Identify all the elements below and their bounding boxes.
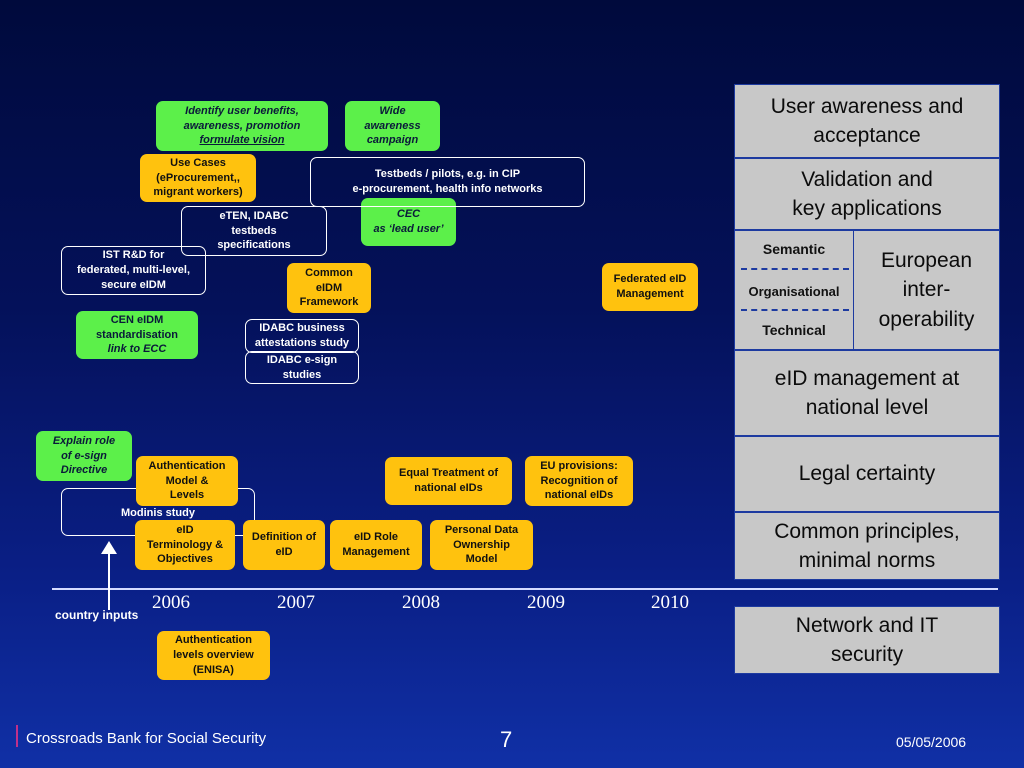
organisational-label: Organisational	[748, 284, 840, 299]
level-divider	[741, 268, 849, 270]
level-divider	[741, 309, 849, 311]
common-principles-pillar: Common principles,minimal norms	[734, 512, 1000, 580]
country-inputs-label: country inputs	[55, 608, 139, 622]
modinis-study-label: Modinis study	[121, 507, 195, 519]
semantic-label: Semantic	[762, 241, 826, 257]
use-cases-box: Use Cases(eProcurement,,migrant workers)	[140, 154, 256, 202]
footer-date: 05/05/2006	[896, 734, 967, 750]
interoperability-levels-panel: Semantic Organisational Technical	[734, 230, 854, 350]
year-2006: 2006	[152, 592, 190, 613]
footer-accent-bar	[16, 725, 18, 747]
year-2009: 2009	[527, 592, 565, 613]
technical-label: Technical	[762, 322, 826, 338]
timeline-axis	[52, 588, 998, 590]
page-number: 7	[500, 727, 513, 752]
year-2008: 2008	[402, 592, 440, 613]
year-2010: 2010	[651, 592, 689, 613]
year-2007: 2007	[277, 592, 315, 613]
footer-organization: Crossroads Bank for Social Security	[26, 730, 267, 747]
identify-user-benefits-box: Identify user benefits,awareness, promot…	[156, 101, 328, 151]
legal-certainty-pillar: Legal certainty	[734, 436, 1000, 512]
country-inputs-arrow	[101, 541, 117, 610]
